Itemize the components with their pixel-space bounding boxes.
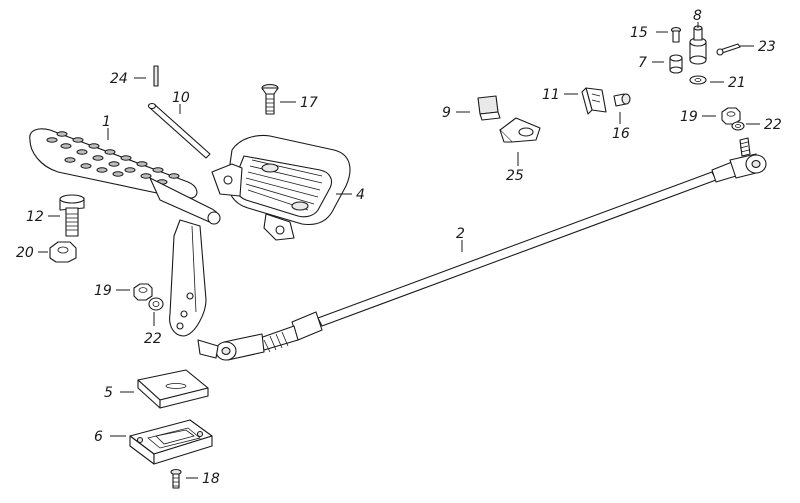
callout-9: 9 xyxy=(442,105,451,121)
callout-25: 25 xyxy=(506,168,524,184)
part-brake-rod xyxy=(197,137,767,361)
callout-4: 4 xyxy=(356,187,365,203)
callout-labels: 1 2 4 5 6 7 8 9 10 11 12 15 16 17 18 19 … xyxy=(16,8,782,487)
part-bolt xyxy=(59,194,85,237)
callout-24: 24 xyxy=(110,71,128,87)
part-split-pin-23 xyxy=(716,43,741,56)
callout-15: 15 xyxy=(630,25,648,41)
callout-10: 10 xyxy=(172,90,190,106)
callout-21: 21 xyxy=(728,75,746,91)
callout-19-left: 19 xyxy=(94,283,112,299)
callout-12: 12 xyxy=(26,209,44,225)
callout-22-right: 22 xyxy=(764,117,782,133)
part-cap xyxy=(477,95,501,121)
part-brake-pedal xyxy=(29,128,221,337)
part-spring-washer-right xyxy=(731,121,745,131)
callout-22-left: 22 xyxy=(144,331,162,347)
part-nut-small-left xyxy=(133,283,153,301)
callout-17: 17 xyxy=(300,95,318,111)
part-screw-15 xyxy=(670,26,682,43)
part-bush xyxy=(669,54,683,74)
callout-2: 2 xyxy=(456,226,465,242)
part-pin xyxy=(147,102,211,159)
callout-18: 18 xyxy=(202,471,220,487)
part-grease-nipple xyxy=(613,93,631,107)
part-heel-plate xyxy=(211,134,351,241)
callout-1: 1 xyxy=(102,114,111,130)
callout-23: 23 xyxy=(758,39,776,55)
part-washer-21 xyxy=(689,75,707,85)
callout-19-right: 19 xyxy=(680,109,698,125)
part-nut xyxy=(49,241,77,263)
leader-lines xyxy=(38,22,760,479)
part-screw-17 xyxy=(261,83,279,115)
part-bracket xyxy=(129,419,213,465)
callout-20: 20 xyxy=(16,245,34,261)
part-cable-bracket xyxy=(581,87,607,115)
part-spring-washer-left xyxy=(148,297,164,311)
callout-5: 5 xyxy=(104,385,113,401)
part-nut-small-right xyxy=(721,107,741,125)
callout-8: 8 xyxy=(693,8,702,24)
part-split-pin xyxy=(153,65,159,87)
part-pad xyxy=(137,369,209,409)
callout-16: 16 xyxy=(612,126,630,142)
part-pivot xyxy=(689,25,707,65)
callout-7: 7 xyxy=(638,55,647,71)
part-screw-18 xyxy=(170,468,182,489)
callout-11: 11 xyxy=(542,87,560,103)
part-clip xyxy=(499,117,541,143)
callout-6: 6 xyxy=(94,429,103,445)
